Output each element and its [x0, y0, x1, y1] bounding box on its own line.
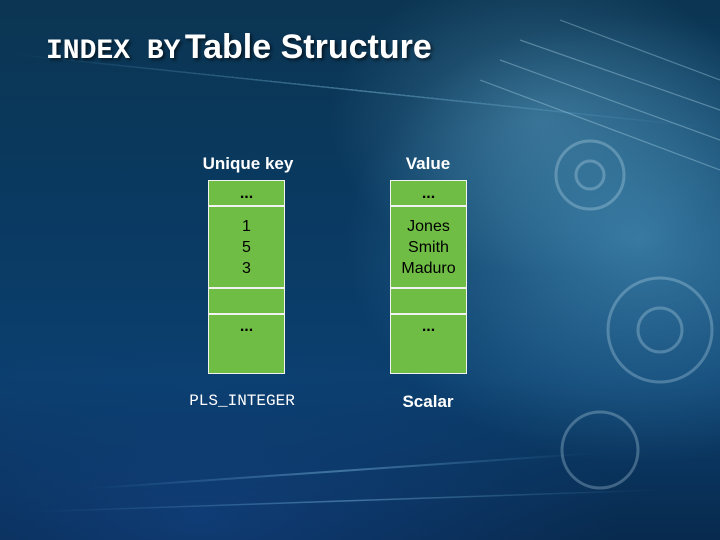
cell-line: Jones [407, 217, 450, 235]
table-cell: ... [391, 315, 466, 337]
column-header-unique-key: Unique key [202, 154, 294, 173]
cell-line: 5 [242, 238, 251, 256]
title-keyword: INDEX BY [46, 36, 181, 67]
table-cell: Jones Smith Maduro [391, 207, 466, 289]
table-cell: ... [209, 181, 284, 207]
column-unique-key: ... 1 5 3 ... [208, 180, 285, 374]
column-header-value: Value [405, 154, 451, 173]
cell-line: ... [421, 317, 436, 335]
cell-line: ... [239, 184, 254, 202]
table-cell [209, 289, 284, 315]
table-cell: ... [391, 181, 466, 207]
cell-line: ... [421, 184, 436, 202]
table-cell: ... [209, 315, 284, 337]
title-text: Table Structure [184, 28, 432, 66]
column-footer-type: PLS_INTEGER [189, 392, 295, 410]
cell-line: Smith [408, 238, 449, 256]
cell-line: ... [239, 317, 254, 335]
table-cell [391, 289, 466, 315]
cell-line: Maduro [401, 259, 456, 277]
cell-line: 1 [242, 217, 251, 235]
column-footer-type: Scalar [402, 392, 454, 411]
cell-line: 3 [242, 259, 251, 277]
slide-title: INDEX BY Table Structure [46, 28, 432, 67]
column-value: ... Jones Smith Maduro ... [390, 180, 467, 374]
table-cell: 1 5 3 [209, 207, 284, 289]
